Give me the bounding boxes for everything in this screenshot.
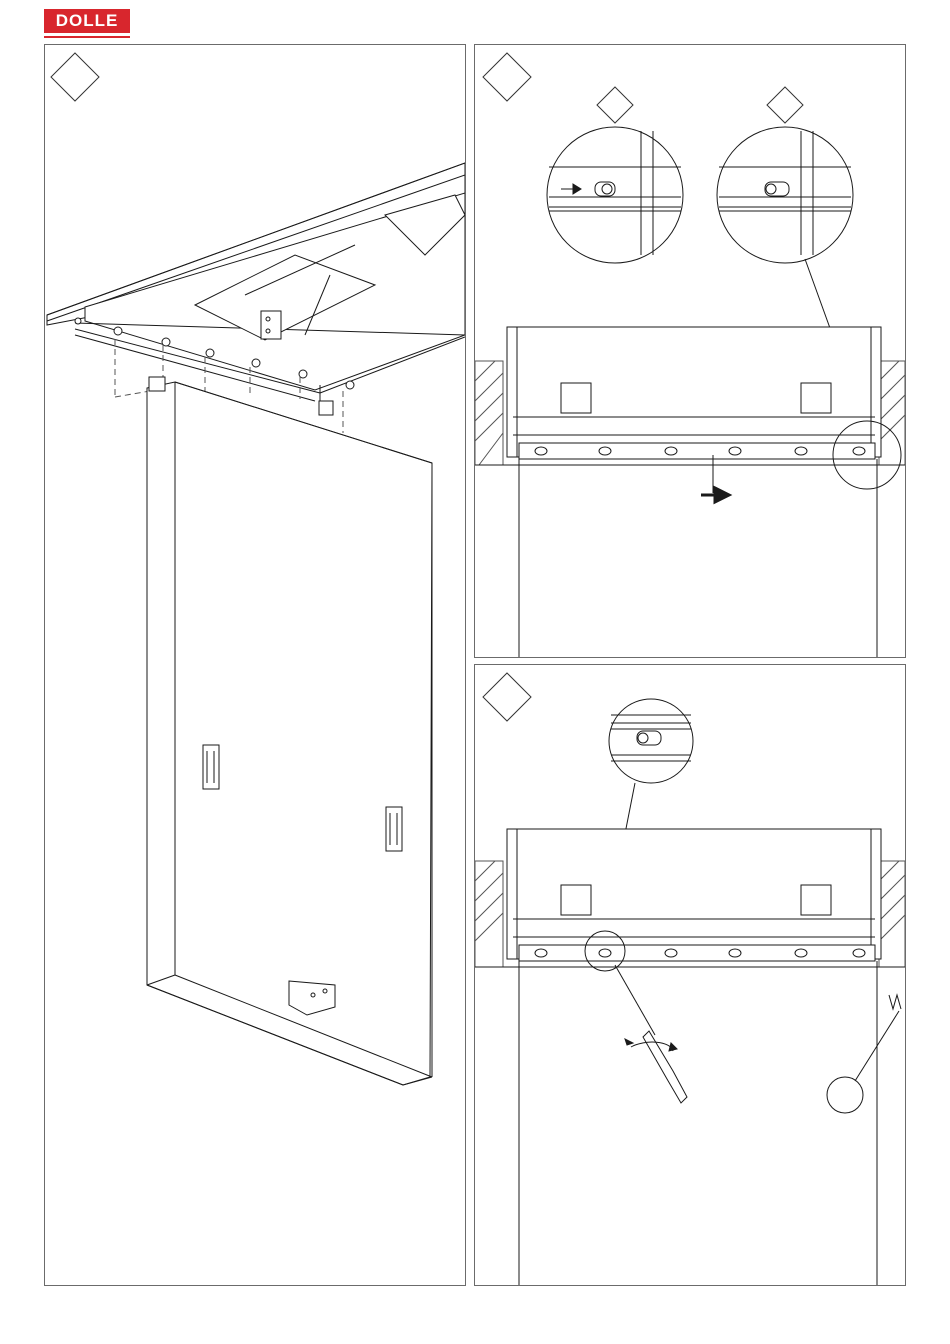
detail-circle-after: [717, 127, 853, 263]
step-number-badge: [51, 53, 99, 101]
screw-tighten-illustration: [475, 665, 905, 1285]
step-number-badge: [483, 53, 531, 101]
detail-badge-b: [767, 87, 803, 123]
cabinet-mounting-illustration: [45, 45, 465, 1285]
step-number-badge: [483, 673, 531, 721]
step-panel-bottom-right: [474, 664, 906, 1286]
arrow-right-icon: [701, 488, 729, 502]
detail-badge-a: [597, 87, 633, 123]
detail-callout-circle: [827, 1077, 863, 1113]
step-panel-left: [44, 44, 466, 1286]
brand-logo-rule: [44, 36, 130, 38]
detail-circle-screw: [609, 699, 693, 783]
screwdriver-icon: [615, 965, 687, 1103]
brand-logo: DOLLE: [44, 9, 130, 33]
rail-slide-illustration: [475, 45, 905, 657]
step-panel-top-right: [474, 44, 906, 658]
detail-circle-before: [547, 127, 683, 263]
